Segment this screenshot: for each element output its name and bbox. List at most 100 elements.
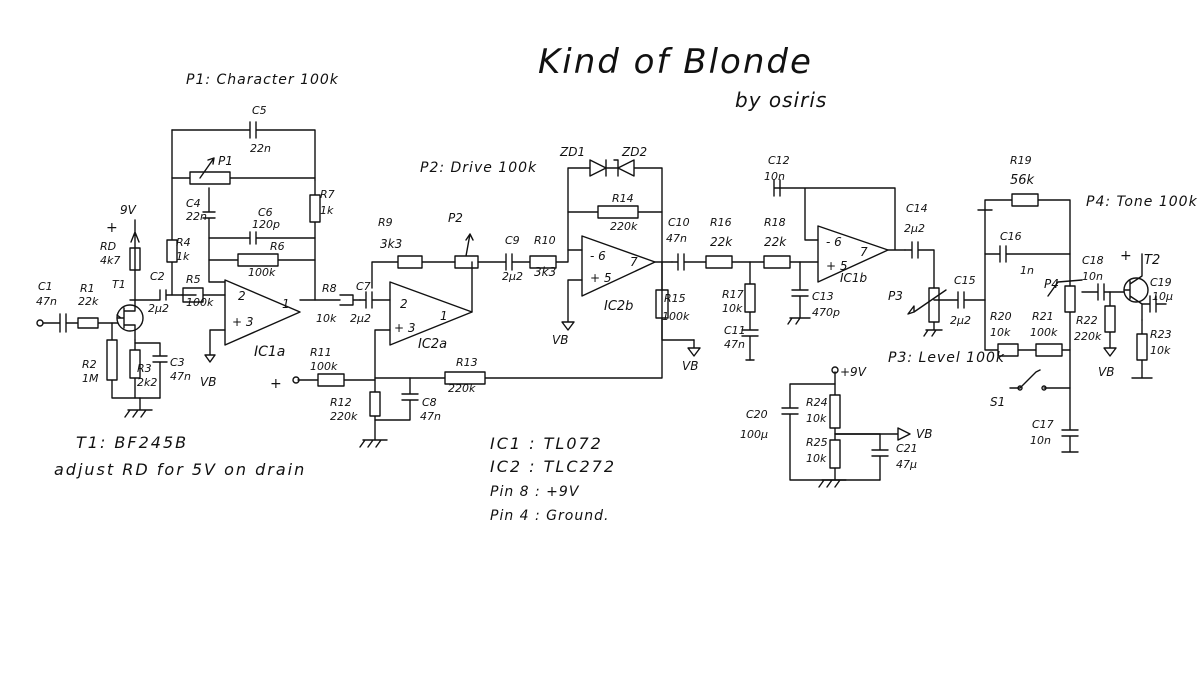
r7-label: R7 [320,188,335,201]
c6-value: 120p [252,218,280,231]
r22-label: R22 [1076,314,1098,327]
r1-value: 22k [78,295,99,308]
c19-label: C19 [1150,276,1172,289]
zd1-label: ZD1 [559,145,585,159]
c7-value: 2µ2 [350,312,371,325]
c14-label: C14 [906,202,928,215]
r21-label: R21 [1032,310,1054,323]
r23-label: R23 [1150,328,1172,341]
ic1b-label: IC1b [840,271,868,285]
r7-value: 1k [320,204,334,217]
ic2a-stage: R9 3k3 P2 C7 2µ2 2 + 3 1 IC2a R11 100k +… [270,211,663,448]
c9-value: 2µ2 [502,270,523,283]
c17-label: C17 [1032,418,1054,431]
zd2-label: ZD2 [621,145,647,159]
c19-value: 10µ [1152,290,1173,303]
r12-value: 220k [330,410,358,423]
note-p4-tone: P4: Tone 100k [1086,194,1198,210]
c3-label: C3 [170,356,185,369]
note-pin8: Pin 8 : +9V [490,484,580,500]
r3-value: 2k2 [137,376,157,389]
r24-value: 10k [806,412,827,425]
r17-value: 10k [722,302,743,315]
r17-label: R17 [722,288,744,301]
r19-value: 56k [1010,173,1035,188]
c14-value: 2µ2 [904,222,925,235]
r13-label: R13 [456,356,478,369]
transistor-t1-symbol [116,304,144,332]
r8-label: R8 [322,282,337,295]
rd-label: RD [100,240,116,253]
r25-label: R25 [806,436,828,449]
ic1b-pin7: 7 [860,245,868,259]
r5-value: 100k [186,296,214,309]
p3-label: P3 [888,289,903,303]
r4-label: R4 [176,236,191,249]
c20-value: 100µ [740,428,768,441]
ic1a-pin3: + 3 [232,315,254,329]
c12-value: 10n [764,170,785,183]
page-subtitle: by osiris [735,88,828,112]
c15-label: C15 [954,274,976,287]
c21-value: 47µ [896,458,917,471]
note-ic1-type: IC1 : TL072 [490,434,603,453]
supply-9v-label-2: +9V [840,365,867,379]
p4-label: P4 [1044,277,1059,291]
ic2a-pin2: 2 [400,297,408,311]
ic1a-stage: C5 22n P1 C4 22n C6 120p R6 100k R7 1k R… [166,104,361,389]
ic1a-pin2: 2 [238,289,246,303]
r14-label: R14 [612,192,634,205]
r9-value: 3k3 [380,237,402,251]
r13-value: 220k [448,382,476,395]
ic2a-label: IC2a [418,337,447,352]
ic2b-pin6: - 6 [590,249,606,263]
r19-label: R19 [1010,154,1032,167]
r2-label: R2 [82,358,97,371]
r21-value: 100k [1030,326,1058,339]
c5-value: 22n [250,142,271,155]
p1-label: P1 [218,154,233,168]
c8-label: C8 [422,396,437,409]
ic2b-pin7: 7 [630,255,638,269]
r18-value: 22k [764,235,787,249]
c18-value: 10n [1082,270,1103,283]
vb-label-1: VB [200,375,216,389]
c8-value: 47n [420,410,441,423]
ic1b-pin5: + 5 [826,259,848,273]
c9-label: C9 [505,234,520,247]
c11-label: C11 [724,324,746,337]
vb-label-2: VB [552,333,568,347]
r15-value: 100k [662,310,690,323]
c12-label: C12 [768,154,790,167]
note-p2-drive: P2: Drive 100k [420,160,538,176]
plus-sign-3: + [1120,248,1132,264]
plus-sign-1: + [106,220,118,236]
note-p1-character: P1: Character 100k [186,72,339,88]
ic1a-pin1: 1 [282,297,290,311]
c13-label: C13 [812,290,834,303]
r12-label: R12 [330,396,352,409]
c16-label: C16 [1000,230,1022,243]
note-pin4: Pin 4 : Ground. [490,508,610,524]
t2-label: T2 [1144,253,1160,268]
ic1b-pin6: - 6 [826,235,842,249]
c11-value: 47n [724,338,745,351]
r11-value: 100k [310,360,338,373]
c15-value: 2µ2 [950,314,971,327]
ic1a-label: IC1a [254,344,285,360]
r18-label: R18 [764,216,786,229]
c2-value: 2µ2 [148,302,169,315]
vb-label-4: VB [1098,365,1114,379]
note-t1-type: T1: BF245B [76,433,189,452]
c1-label: C1 [38,280,53,293]
output-stage: P3 C15 2µ2 R19 56k C16 1n R20 10k R21 10… [888,154,1173,453]
c4-value: 22n [186,210,207,223]
r16-label: R16 [710,216,732,229]
ic1b-opamp [817,225,889,283]
c2-label: C2 [150,270,165,283]
ic1a-opamp [224,279,301,346]
c1-value: 47n [36,295,57,308]
ic2b-stage: C9 2µ2 R10 3k3 ZD1 ZD2 R14 220k - 6 + 5 … [477,145,701,373]
